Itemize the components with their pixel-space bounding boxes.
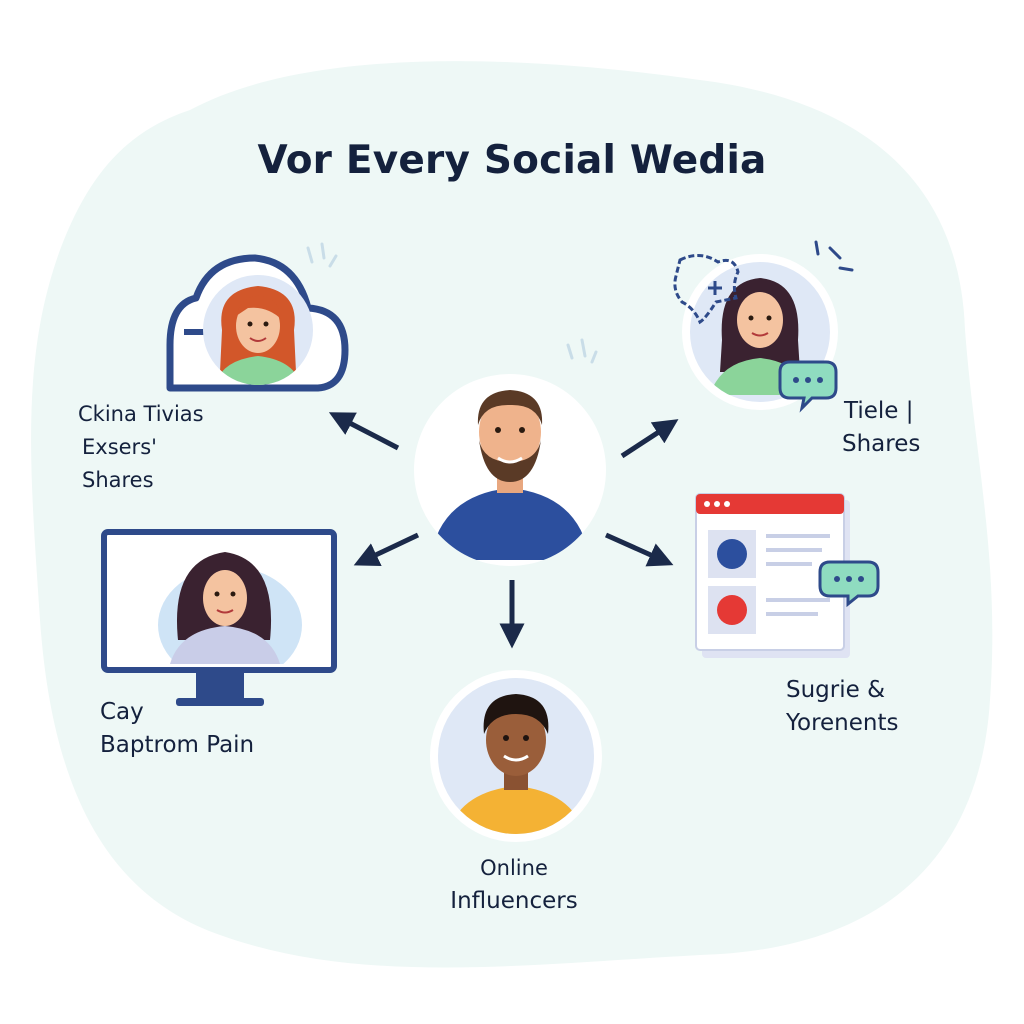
arrow-to-bottom-left — [353, 532, 420, 566]
label-top-right: Tiele | Shares — [842, 395, 920, 461]
map-icon — [673, 254, 740, 325]
label-line: Sugrie & — [786, 677, 886, 703]
label-line: Shares — [842, 431, 921, 457]
bottom-left-avatar — [158, 552, 302, 664]
sparkle-icon — [566, 338, 598, 364]
chat-bubble-icon — [778, 360, 838, 413]
label-line: Exsers' — [82, 435, 157, 459]
top-left-avatar — [203, 275, 313, 385]
central-person-avatar — [414, 374, 606, 566]
label-line: Tiele | — [844, 398, 914, 424]
label-top-left: Ckina Tivias Exsers' Shares — [78, 398, 204, 497]
arrow-to-top-right — [620, 419, 679, 459]
label-line: Ckina Tivias — [78, 402, 204, 426]
diagram-title: Vor Every Social Wedia — [257, 138, 767, 183]
arrow-to-bottom-right — [604, 532, 674, 567]
arrow-to-top-left — [328, 412, 400, 451]
chat-bubble-icon — [818, 560, 880, 608]
label-line: Yorenents — [786, 710, 899, 736]
label-line: Influencers — [450, 888, 578, 914]
label-bottom-right: Sugrie & Yorenents — [786, 674, 898, 740]
browser-window-icon — [695, 493, 850, 658]
label-line: Baptrom Pain — [100, 732, 255, 758]
label-bottom-left: Cay Baptrom Pain — [100, 696, 254, 762]
label-line: Cay — [100, 699, 144, 725]
bottom-center-avatar — [430, 670, 602, 842]
label-line: Online — [480, 856, 548, 880]
sparkle-icon — [306, 242, 338, 268]
sparkle-icon — [814, 240, 854, 272]
label-line: Shares — [82, 468, 154, 492]
label-bottom-center: Online Influencers — [0, 852, 1024, 918]
